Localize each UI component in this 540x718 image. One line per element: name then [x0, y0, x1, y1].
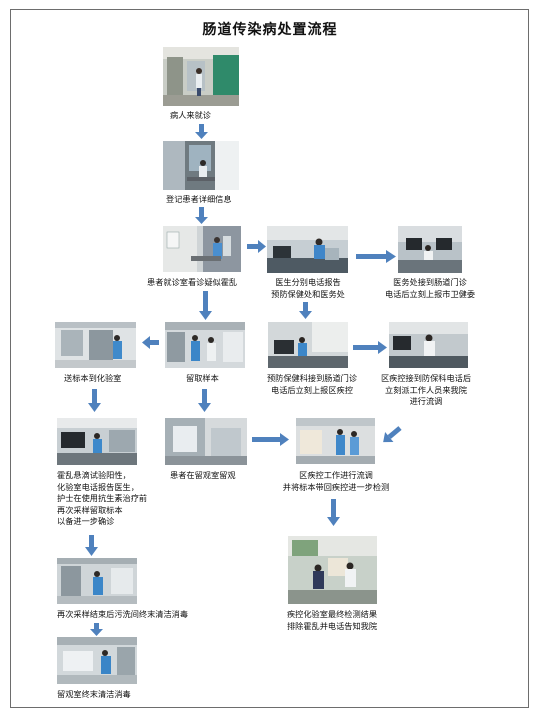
caption-observation: 患者在留观室留观	[170, 470, 236, 480]
arrow-down-icon	[90, 623, 103, 636]
photo-registration	[163, 141, 239, 190]
photo-cdc-call	[389, 322, 468, 368]
caption-line: 霍乱悬滴试验阳性，	[57, 470, 131, 480]
caption-doctor-report: 医生分别电话报告 预防保健处和医务处	[260, 277, 356, 300]
arrow-diagonal-icon	[383, 426, 402, 443]
arrow-down-icon	[85, 535, 98, 556]
caption-cdc-lab-result: 疾控化验室最终检测结果 排除霍乱并电话告知我院	[272, 609, 392, 632]
caption-line: 并将标本带回疾控进一步检测	[282, 481, 390, 492]
caption-line: 化验室电话报告医生，	[57, 481, 139, 492]
caption-patient-arrives: 病人来就诊	[170, 110, 211, 120]
arrow-left-icon	[142, 336, 159, 349]
caption-line: 预防保健处和医务处	[271, 288, 345, 299]
arrow-right-icon	[252, 433, 289, 446]
caption-observation-cleaning: 留观室终末清洁消毒	[57, 689, 131, 699]
arrow-down-icon	[198, 389, 211, 412]
caption-line: 医务处接到肠道门诊	[393, 277, 467, 287]
page-title: 肠道传染病处置流程	[202, 22, 338, 38]
arrow-right-icon	[356, 250, 396, 263]
caption-line: 疾控化验室最终检测结果	[286, 609, 378, 619]
caption-preventive-health: 预防保健科接到肠道门诊 电话后立刻上报区疾控	[258, 373, 366, 396]
caption-line: 电话后立刻上报区疾控	[271, 384, 353, 395]
caption-cdc-investigation: 区疾控工作进行流调 并将标本带回疾控进一步检测	[272, 470, 400, 493]
photo-consulting-room	[163, 226, 241, 272]
caption-line: 区疾控接到防保科电话后	[380, 373, 472, 383]
arrow-right-icon	[247, 240, 266, 253]
photo-collect-sample	[165, 322, 245, 368]
arrow-down-icon	[88, 389, 101, 412]
caption-line: 立刻派工作人员来我院	[385, 384, 467, 395]
photo-dirty-room-disinfection	[57, 558, 137, 604]
caption-line: 排除霍乱并电话告知我院	[286, 620, 378, 631]
photo-send-sample-lab	[55, 322, 136, 368]
photo-cdc-lab-result	[288, 536, 377, 604]
caption-consultation: 患者就诊室看诊疑似霍乱	[147, 277, 238, 287]
arrow-down-icon	[195, 124, 208, 139]
photo-cdc-investigation	[296, 418, 375, 464]
photo-medical-affairs	[398, 226, 462, 273]
caption-line: 以备进一步确诊	[57, 516, 115, 526]
photo-doctor-phone-report	[267, 226, 348, 273]
photo-patient-arrives	[163, 47, 239, 106]
caption-line: 电话后立刻上报市卫健委	[384, 288, 476, 299]
caption-line: 护士在使用抗生素治疗前	[57, 493, 148, 503]
caption-medical-affairs: 医务处接到肠道门诊 电话后立刻上报市卫健委	[376, 277, 484, 300]
caption-lab-positive: 霍乱悬滴试验阳性， 化验室电话报告医生， 护士在使用抗生素治疗前 再次采样留取标…	[57, 470, 147, 528]
caption-line: 区疾控工作进行流调	[299, 470, 373, 480]
arrow-down-icon	[199, 291, 212, 320]
caption-line: 医生分别电话报告	[275, 277, 341, 287]
photo-preventive-health	[268, 322, 348, 368]
caption-collect-sample: 留取样本	[186, 373, 219, 383]
caption-registration: 登记患者详细信息	[166, 194, 232, 204]
photo-lab-positive	[57, 418, 137, 465]
caption-dirty-room-disinfection: 再次采样结束后污洗间终末清洁消毒	[57, 609, 189, 619]
photo-observation-room-cleaning	[57, 637, 137, 684]
caption-line: 进行流调	[409, 396, 443, 406]
caption-send-to-lab: 送标本到化验室	[64, 373, 122, 383]
arrow-down-icon	[327, 499, 340, 526]
page-frame	[10, 9, 529, 708]
caption-line: 预防保健科接到肠道门诊	[266, 373, 358, 383]
photo-observation-room	[165, 418, 247, 465]
caption-line: 再次采样留取标本	[57, 504, 123, 515]
arrow-down-icon	[195, 207, 208, 224]
caption-cdc-dispatch: 区疾控接到防保科电话后 立刻派工作人员来我院 进行流调	[370, 373, 482, 408]
arrow-down-icon	[299, 302, 312, 319]
arrow-right-icon	[353, 341, 387, 354]
